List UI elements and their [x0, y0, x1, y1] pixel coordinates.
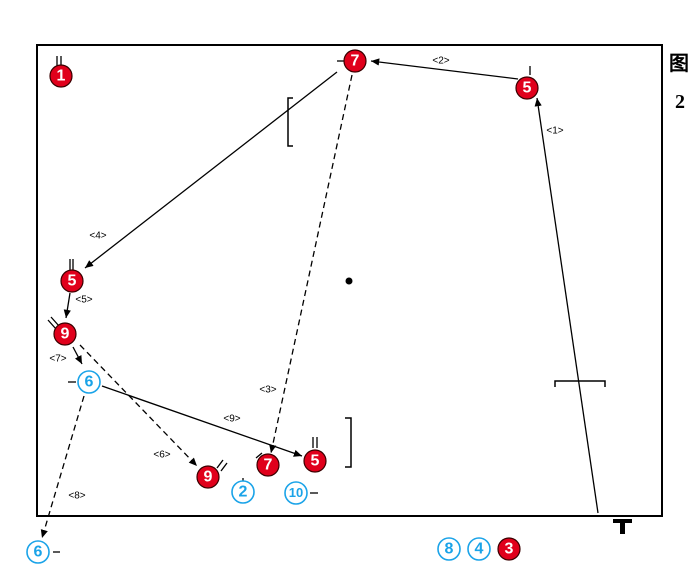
player-number: 7 [351, 53, 360, 70]
player-number: 3 [505, 541, 514, 558]
arrow-1 [534, 97, 599, 514]
player-number: 2 [239, 484, 248, 501]
player-orientation-tick [220, 462, 228, 472]
player-orientation-tick [47, 319, 57, 330]
marker-bracket-top [287, 97, 293, 147]
field-boundary [36, 44, 663, 517]
arrow-label-6: <6> [153, 450, 170, 461]
player-number: 6 [85, 374, 94, 391]
player-number: 5 [523, 80, 532, 97]
player-red-7: 7 [256, 453, 280, 477]
arrow-label-2: <2> [432, 56, 449, 67]
arrow-2 [370, 58, 519, 80]
arrow-5 [63, 292, 71, 319]
figure-label-char: 图 [669, 53, 689, 75]
figure-label-number: 2 [675, 91, 685, 113]
player-red-7: 7 [343, 49, 367, 73]
player-red-5: 5 [60, 269, 84, 293]
player-red-9: 9 [196, 465, 220, 489]
player-number: 5 [68, 273, 77, 290]
arrow-label-9: <9> [223, 414, 240, 425]
arrow-9 [101, 385, 303, 457]
player-blue-6: 6 [26, 540, 50, 564]
player-blue-6: 6 [77, 370, 101, 394]
arrow-6 [79, 344, 198, 467]
player-number: 10 [289, 485, 303, 500]
arrow-3 [269, 74, 353, 454]
arrow-label-7: <7> [49, 354, 66, 365]
player-orientation-tick [255, 452, 263, 459]
player-number: 1 [57, 68, 66, 85]
player-red-1: 1 [49, 64, 73, 88]
player-orientation-tick [50, 316, 60, 327]
arrow-7 [72, 346, 83, 365]
player-blue-2: 2 [231, 480, 255, 504]
marker-bracket-right [554, 380, 606, 387]
player-blue-4: 4 [467, 537, 491, 561]
player-number: 9 [61, 326, 70, 343]
player-blue-10: 10 [284, 481, 308, 505]
t-marker [613, 519, 632, 534]
player-number: 6 [34, 544, 43, 561]
player-number: 7 [264, 457, 273, 474]
arrow-label-1: <1> [546, 126, 563, 137]
player-number: 5 [311, 453, 320, 470]
player-red-5: 5 [515, 76, 539, 100]
arrow-label-8: <8> [68, 491, 85, 502]
player-red-3: 3 [497, 537, 521, 561]
arrow-label-4: <4> [89, 231, 106, 242]
player-red-9: 9 [53, 322, 77, 346]
arrow-label-3: <3> [259, 385, 276, 396]
center-spot [345, 277, 353, 285]
player-blue-8: 8 [437, 537, 461, 561]
player-number: 9 [204, 469, 213, 486]
marker-bracket-bottom [345, 417, 352, 468]
player-orientation-tick [216, 459, 224, 469]
arrow-8 [40, 395, 85, 539]
arrow-4 [84, 71, 338, 269]
player-number: 4 [475, 541, 484, 558]
player-number: 8 [445, 541, 454, 558]
player-red-5: 5 [303, 449, 327, 473]
arrow-label-5: <5> [75, 295, 92, 306]
